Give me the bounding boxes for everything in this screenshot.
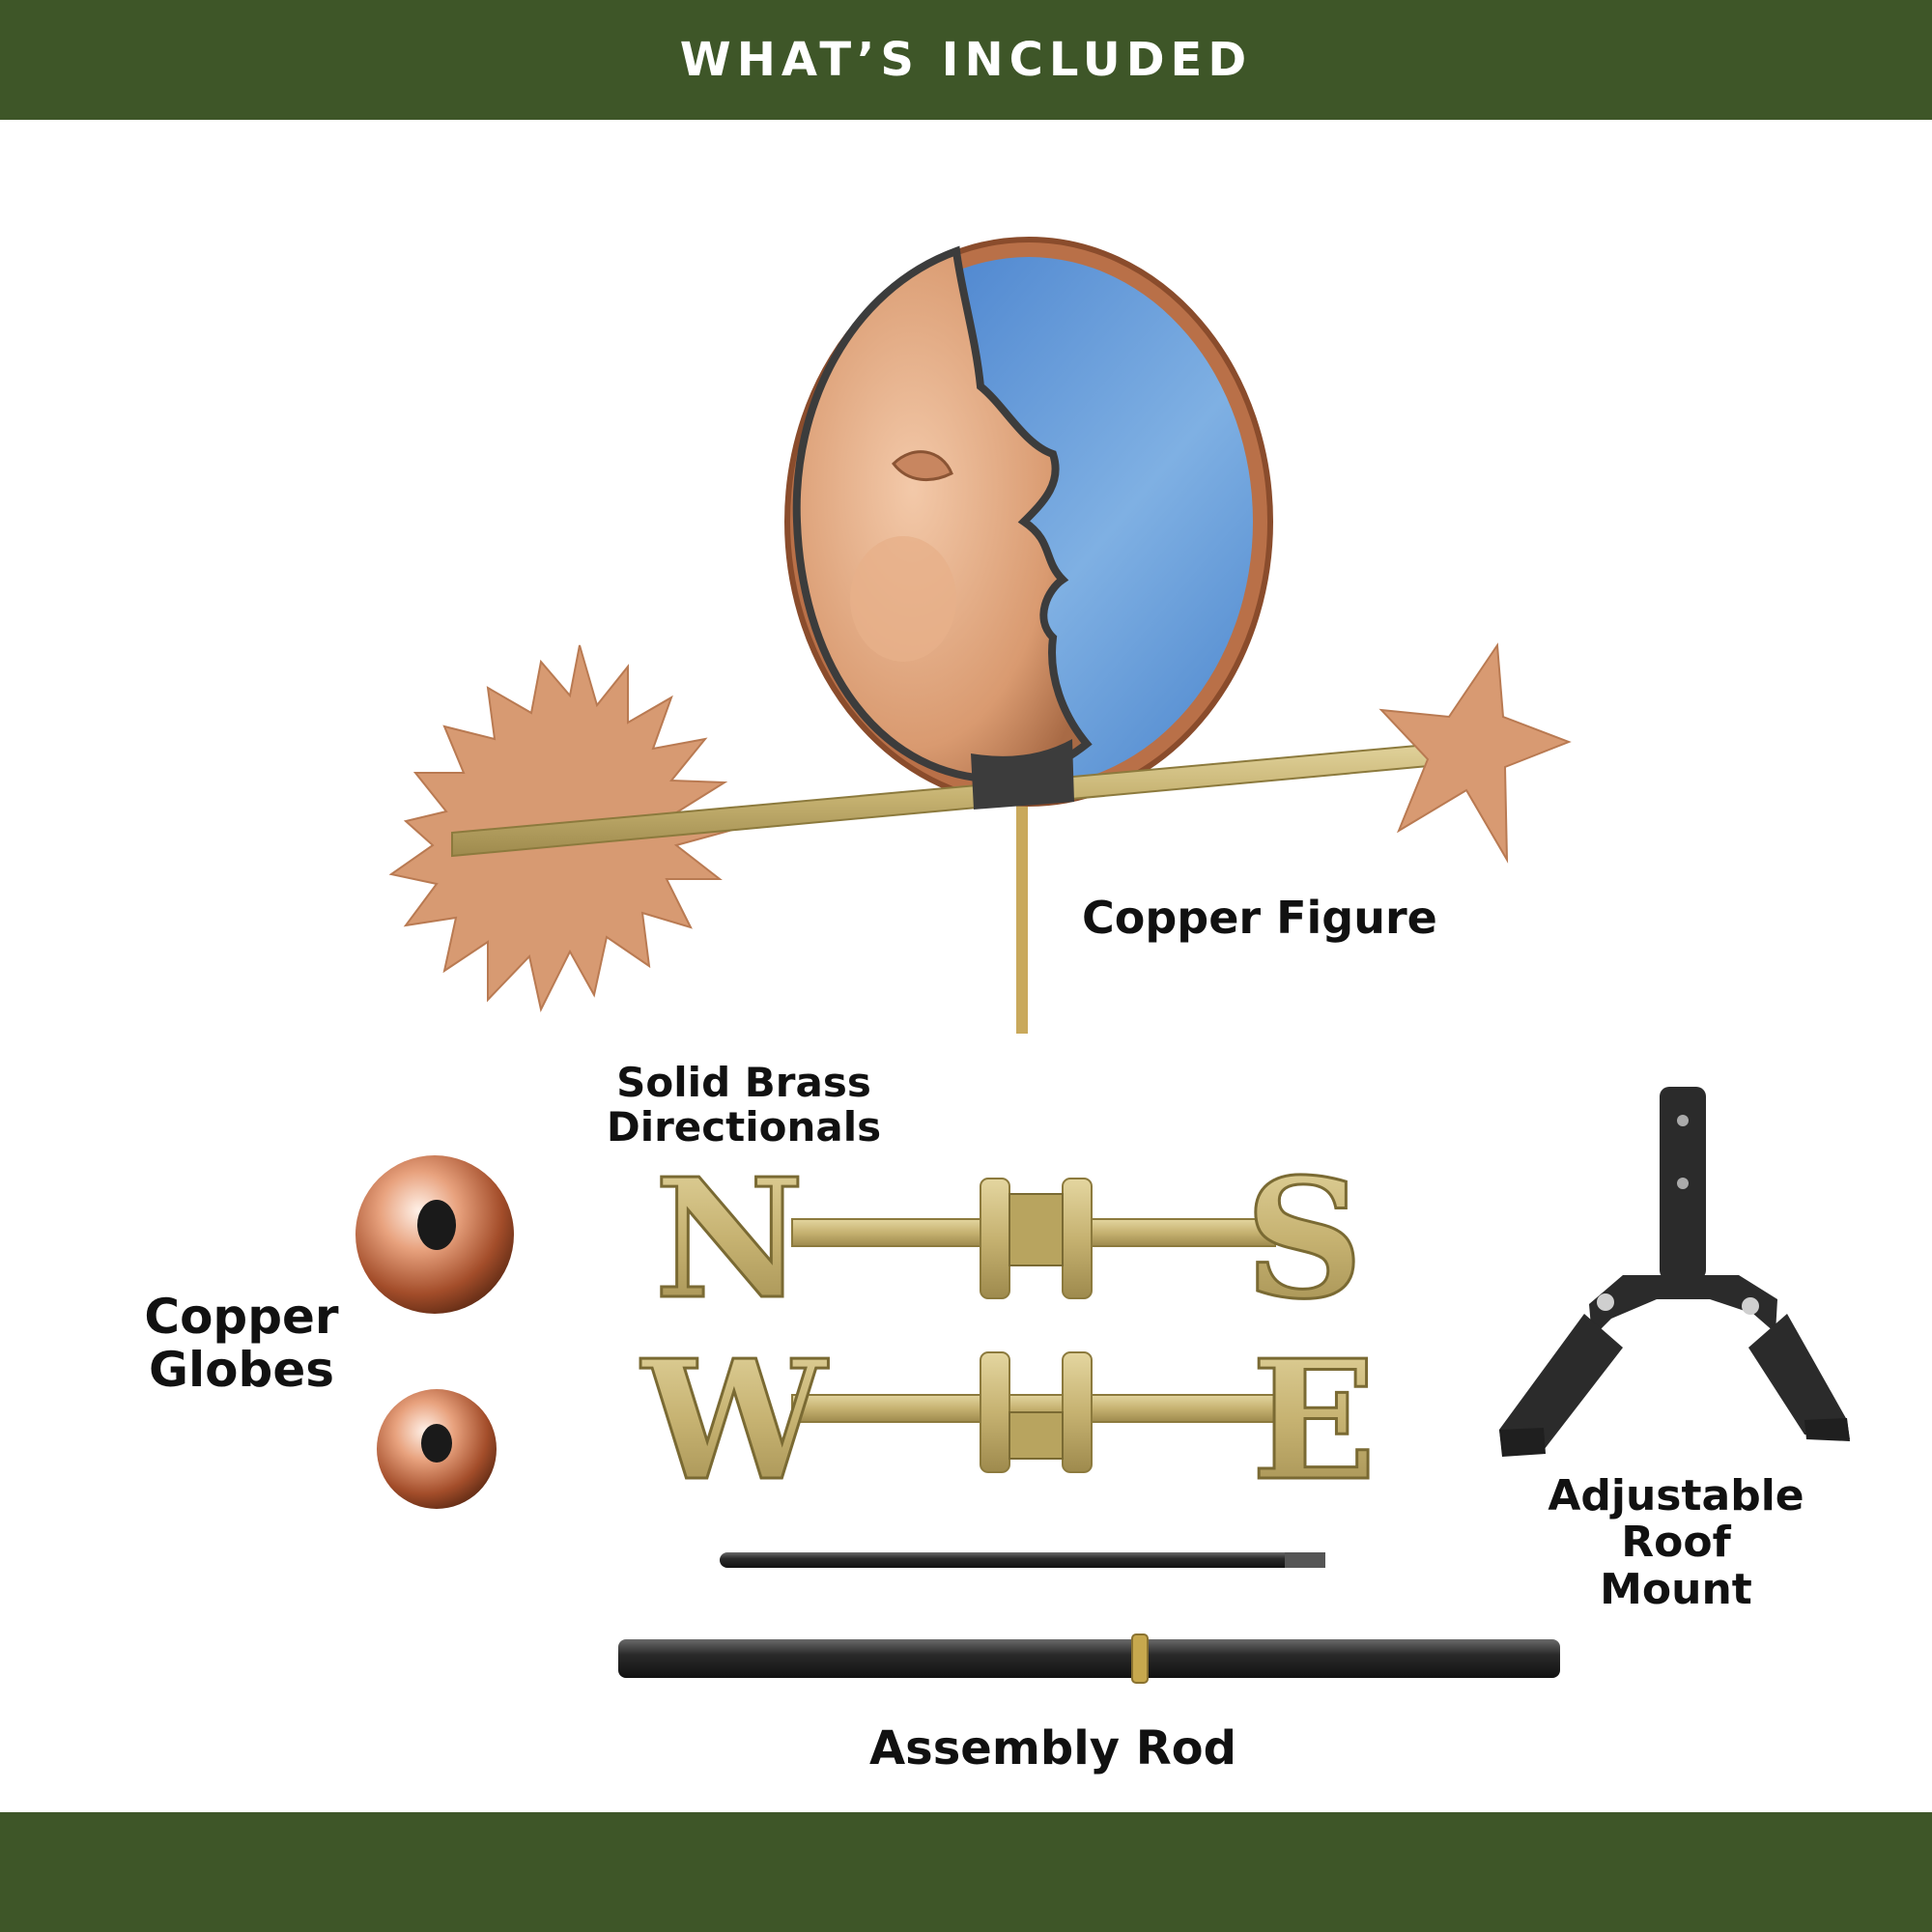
west-east-directional: W E [639,1323,1378,1520]
mount-foot-left [1499,1428,1546,1457]
label-roof-line3: Mount [1600,1564,1752,1614]
label-globes-line1: Copper [144,1289,339,1345]
footer-band [0,1812,1932,1932]
ns-tab-left [980,1178,1010,1299]
mount-leg-left [1499,1314,1623,1454]
threaded-rod [720,1552,1324,1568]
we-tab-right [1062,1351,1093,1473]
page-title: WHAT’S INCLUDED [679,33,1253,87]
roof-mount [1499,1087,1850,1457]
south-letter: S [1245,1143,1364,1336]
we-tab-left [980,1351,1010,1473]
globe-large-hole [417,1200,456,1250]
ns-hub [1009,1193,1064,1266]
label-copper-globes: Copper Globes [126,1291,357,1397]
assembly-rod [618,1639,1560,1678]
mount-foot-right [1804,1418,1850,1441]
label-roof-line1: Adjustable [1548,1471,1804,1520]
figure-spindle [1016,802,1028,1034]
label-brass-directionals: Solid Brass Directionals [580,1059,908,1151]
assembly-rods [618,1552,1560,1684]
product-components-illustration: N S W E [355,237,1850,1684]
mount-bolt-right [1742,1297,1759,1315]
label-roof-mount: Adjustable Roof Mount [1526,1471,1826,1614]
brass-directionals: N S W E [639,1142,1378,1520]
label-globes-line2: Globes [149,1342,334,1398]
label-roof-line2: Roof [1621,1518,1731,1568]
thread-end [1285,1552,1325,1568]
moon-eye [892,450,953,482]
label-brass-line2: Directionals [606,1103,882,1151]
mount-screw-mid [1677,1178,1689,1189]
copper-figure [388,237,1572,1034]
west-letter: W [640,1324,829,1518]
mount-leg-right [1748,1314,1850,1439]
north-south-directional: N S [653,1142,1365,1338]
rod-collar [1131,1634,1149,1684]
moon-cheek [850,536,956,662]
weld-joint [971,739,1074,810]
we-hub [1009,1411,1064,1460]
ns-tab-right [1062,1178,1093,1299]
header-band: WHAT’S INCLUDED [0,0,1932,120]
mount-bracket [1589,1275,1777,1338]
label-copper-figure: Copper Figure [1082,892,1437,944]
globe-small-hole [421,1424,452,1463]
mount-screw-top [1677,1115,1689,1126]
star-icon [1378,642,1572,864]
east-letter: E [1251,1324,1377,1518]
north-letter: N [654,1143,804,1336]
label-brass-line1: Solid Brass [616,1059,871,1106]
label-assembly-rod: Assembly Rod [869,1721,1236,1776]
copper-globes [355,1155,514,1509]
mount-bolt-left [1597,1293,1614,1311]
